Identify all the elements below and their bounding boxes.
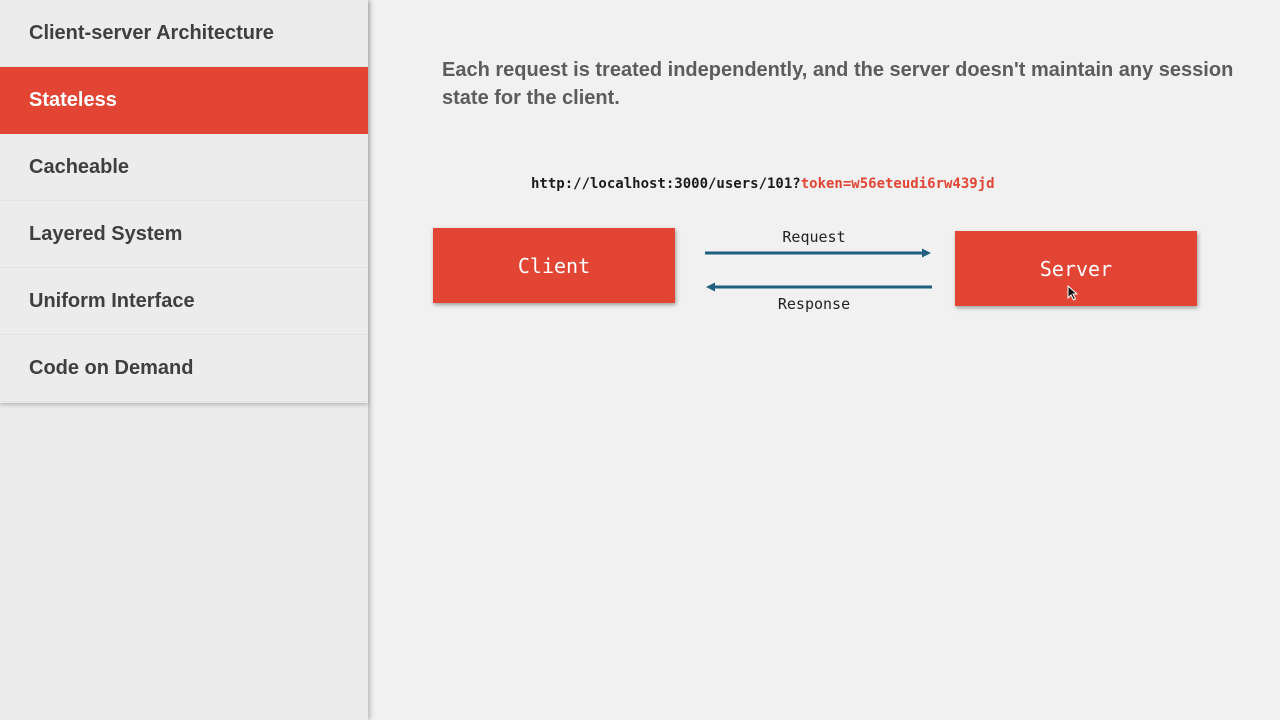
menu-item-code-on-demand[interactable]: Code on Demand: [0, 335, 368, 402]
sidebar: Client-server Architecture Stateless Cac…: [0, 0, 368, 720]
menu-item-label: Code on Demand: [29, 356, 194, 379]
menu-item-layered-system[interactable]: Layered System: [0, 201, 368, 268]
url-token-query: token=w56eteudi6rw439jd: [800, 176, 995, 192]
client-label: Client: [517, 253, 591, 278]
client-box: Client: [433, 228, 675, 303]
example-url: http://localhost:3000/users/101?token=w5…: [531, 176, 995, 192]
topic-menu: Client-server Architecture Stateless Cac…: [0, 0, 368, 403]
menu-item-label: Stateless: [29, 88, 117, 111]
menu-item-uniform-interface[interactable]: Uniform Interface: [0, 268, 368, 335]
mouse-cursor-icon: [1067, 285, 1079, 301]
menu-item-label: Layered System: [29, 222, 183, 245]
menu-item-label: Cacheable: [29, 155, 130, 178]
menu-item-label: Client-server Architecture: [29, 21, 274, 44]
menu-item-client-server-architecture[interactable]: Client-server Architecture: [0, 0, 368, 67]
response-arrow: [706, 282, 932, 292]
menu-item-cacheable[interactable]: Cacheable: [0, 134, 368, 201]
server-label: Server: [1039, 256, 1113, 281]
response-label: Response: [777, 295, 851, 313]
menu-item-label: Uniform Interface: [29, 289, 195, 312]
topic-description: Each request is treated independently, a…: [442, 59, 1234, 109]
content-area: Each request is treated independently, a…: [370, 0, 1280, 720]
request-arrow: [705, 248, 931, 258]
request-label: Request: [782, 228, 846, 246]
arrows: [705, 248, 932, 292]
menu-item-stateless[interactable]: Stateless: [0, 67, 368, 134]
url-base: http://localhost:3000/users/101?: [531, 176, 801, 192]
